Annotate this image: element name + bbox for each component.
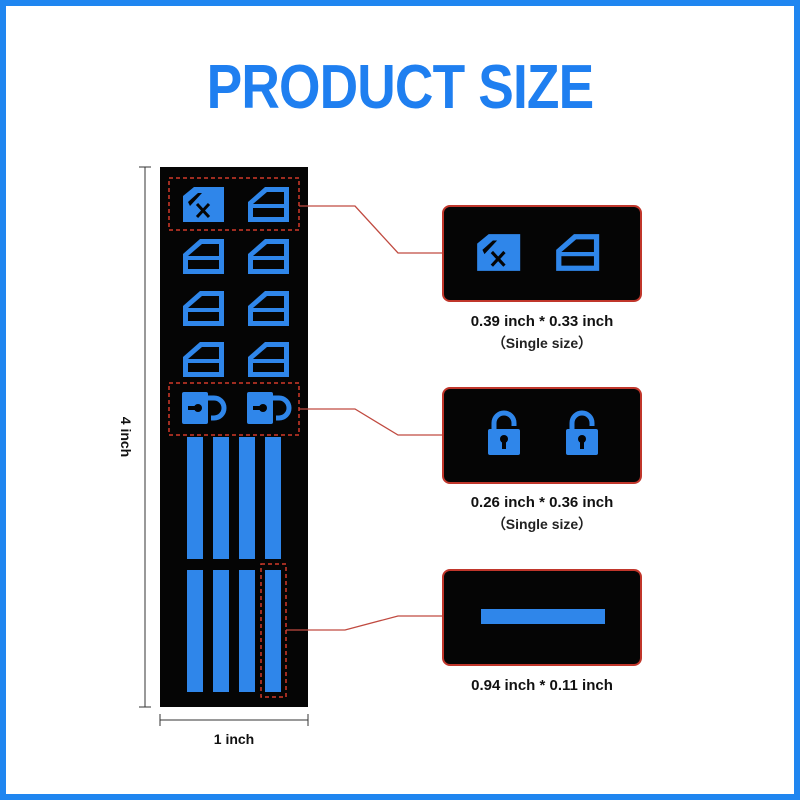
window-lock-x-icon [181, 185, 226, 224]
strip-icon [213, 570, 229, 692]
height-label: 4 inch [118, 416, 134, 458]
strip-icon [239, 437, 255, 559]
strip-icon [213, 437, 229, 559]
strip-icon [187, 570, 203, 692]
callout-box-strip [442, 569, 642, 666]
callout-box-windows [442, 205, 642, 302]
strip-icon [187, 437, 203, 559]
callout-size-label-1: 0.39 inch * 0.33 inch [470, 313, 614, 330]
window-lock-x-icon [475, 232, 522, 273]
page-title: PRODUCT SIZE [206, 53, 595, 122]
callout-size-label-2: 0.26 inch * 0.36 inch [470, 494, 614, 511]
strip-icon [265, 437, 281, 559]
strip-icon [481, 609, 605, 624]
callout-box-locks [442, 387, 642, 484]
connector-line-2 [299, 408, 443, 436]
strip-set [187, 437, 281, 692]
callout-note-label-2: （Single size） [491, 516, 593, 532]
strip-icon [239, 570, 255, 692]
connector-line-3 [286, 615, 443, 631]
callout-note-label-1: （Single size） [491, 335, 593, 351]
connector-line-1 [299, 205, 443, 254]
highlight-box-windows [168, 177, 300, 231]
strip-icon [265, 570, 281, 692]
width-label: 1 inch [213, 731, 255, 747]
callout-size-label-3: 0.94 inch * 0.11 inch [471, 677, 613, 694]
